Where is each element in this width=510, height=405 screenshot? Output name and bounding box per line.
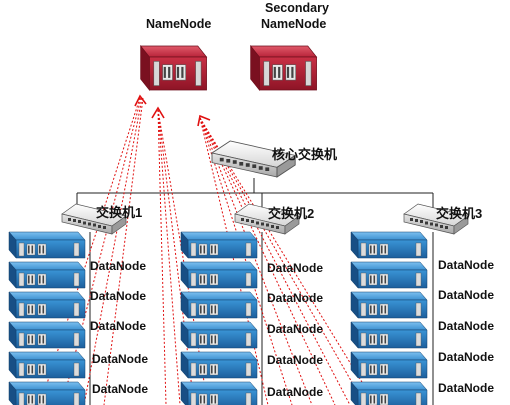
datanode-server-icon [8,381,86,405]
rack1-datanode-labels: DataNode DataNode DataNode DataNode Data… [90,259,148,396]
datanode-label: DataNode [267,261,323,275]
datanode-label: DataNode [267,322,323,336]
datanode-server-icon [180,231,258,259]
datanode-label: DataNode [438,258,494,272]
secondary-namenode-label-line1: Secondary [265,1,329,15]
datanode-server-icon [8,231,86,259]
datanode-server-icon [350,291,428,319]
secondary-namenode-label-line2: NameNode [261,17,326,31]
datanode-label: DataNode [92,382,148,396]
datanode-server-icon [180,291,258,319]
datanode-server-icon [180,351,258,379]
rack3-datanode-labels: DataNode DataNode DataNode DataNode Data… [438,258,494,395]
datanode-label: DataNode [90,319,146,333]
datanode-label: DataNode [267,385,323,399]
datanode-label: DataNode [90,289,146,303]
datanode-server-icon [350,261,428,289]
datanode-server-icon [8,321,86,349]
datanode-server-icon [8,291,86,319]
datanode-label: DataNode [267,291,323,305]
datanode-server-icon [180,261,258,289]
datanode-label: DataNode [90,259,146,273]
namenode-label: NameNode [146,17,211,31]
switch1-label: 交换机1 [96,205,142,220]
arrowhead-right [197,114,211,127]
arrowhead-middle [151,106,165,119]
rack3-servers [350,231,428,405]
network-cabling [76,178,434,405]
datanode-server-icon [350,381,428,405]
core-switch-label: 核心交换机 [272,147,337,162]
datanode-label: DataNode [267,353,323,367]
datanode-server-icon [8,351,86,379]
datanode-server-icon [8,261,86,289]
switch2-label: 交换机2 [268,206,314,221]
datanode-label: DataNode [438,350,494,364]
datanode-label: DataNode [438,319,494,333]
datanode-server-icon [350,231,428,259]
rack2-datanode-labels: DataNode DataNode DataNode DataNode Data… [267,261,323,399]
datanode-server-icon [350,321,428,349]
heartbeat-arrowheads [134,94,211,127]
datanode-server-icon [180,381,258,405]
datanode-label: DataNode [438,288,494,302]
datanode-label: DataNode [438,381,494,395]
arrowhead-left [134,94,147,107]
rack1-servers [8,231,86,405]
datanode-label: DataNode [92,352,148,366]
datanode-server-icon [350,351,428,379]
switch3-label: 交换机3 [436,206,482,221]
rack2-servers [180,231,258,405]
datanode-server-icon [180,321,258,349]
secondary-namenode-server-icon [250,45,318,91]
namenode-server-icon [140,45,208,91]
